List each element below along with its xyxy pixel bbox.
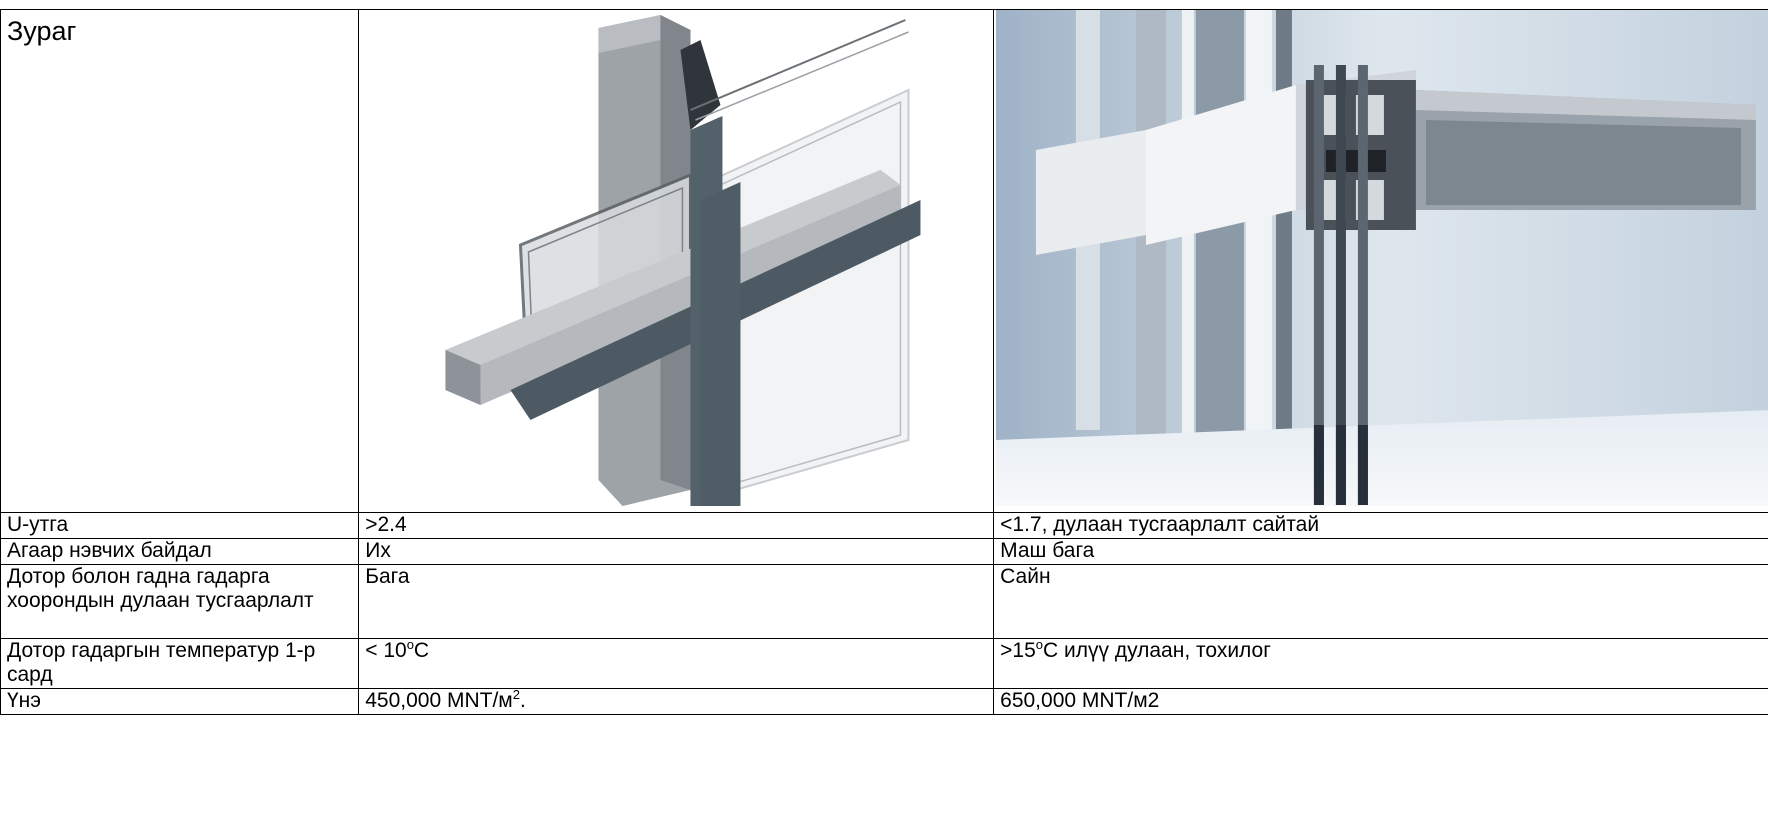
image-heading: Зураг [7, 16, 77, 46]
table-row: Агаар нэвчих байдал Их Маш бага [0, 538, 1768, 565]
image-row-label-cell: Зураг [0, 9, 360, 513]
cold-value: >2.4 [358, 512, 995, 539]
row-label: Үнэ [0, 688, 360, 715]
cold-value: Бага [358, 564, 995, 639]
degree-superscript: o [406, 638, 414, 652]
warm-value: 650,000 MNT/м2 [993, 688, 1768, 715]
table-row: Үнэ 450,000 MNT/м2. 650,000 MNT/м2 [0, 688, 1768, 715]
table-row: Дотор болон гадна гадарга хоорондын дула… [0, 564, 1768, 639]
thermal-break-profile-image [996, 10, 1768, 506]
warm-value-unit: C илүү дулаан, тохилог [1043, 639, 1271, 663]
cold-price-text: 450,000 MNT/м [365, 689, 513, 713]
degree-superscript: o [1035, 638, 1043, 652]
cold-value-unit: C [413, 639, 430, 663]
comparison-table: Зураг [0, 9, 1768, 715]
warm-value: Маш бага [993, 538, 1768, 565]
row-label: U-утга [0, 512, 360, 539]
warm-value: <1.7, дулаан тусгаарлалт сайтай [993, 512, 1768, 539]
warm-value: Сайн [993, 564, 1768, 639]
cold-price-suffix: . [519, 689, 526, 713]
warm-value-text: >15 [1000, 639, 1036, 663]
warm-value: >15oC илүү дулаан, тохилог [993, 638, 1768, 689]
row-label: Агаар нэвчих байдал [0, 538, 360, 565]
table-row: Дотор гадаргын температур 1-р сард < 10o… [0, 638, 1768, 689]
squared-superscript: 2 [512, 688, 520, 702]
cold-facade-profile-image [360, 10, 992, 506]
cold-facade-image-cell [358, 9, 995, 513]
image-row: Зураг [0, 9, 1768, 513]
table-row: U-утга >2.4 <1.7, дулаан тусгаарлалт сай… [0, 512, 1768, 539]
cold-value: Их [358, 538, 995, 565]
row-label: Дотор гадаргын температур 1-р сард [0, 638, 360, 689]
warm-facade-image-cell [993, 9, 1768, 513]
row-label: Дотор болон гадна гадарга хоорондын дула… [0, 564, 360, 639]
cold-value: 450,000 MNT/м2. [358, 688, 995, 715]
cold-value: < 10oC [358, 638, 995, 689]
cold-value-text: < 10 [365, 639, 407, 663]
